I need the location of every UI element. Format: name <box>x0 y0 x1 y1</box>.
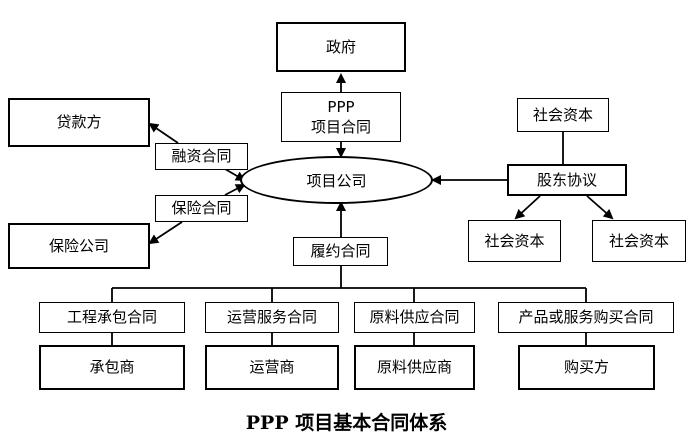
operator-box: 运营商 <box>205 345 339 390</box>
social-capital-right-box: 社会资本 <box>592 220 686 262</box>
buyer-box: 购买方 <box>518 345 655 390</box>
diagram-caption: PPP 项目基本合同体系 <box>245 412 448 434</box>
social-capital-left-box: 社会资本 <box>468 220 561 262</box>
contractor-box: 承包商 <box>39 345 185 390</box>
arrow-to-left-social-capital <box>514 195 541 220</box>
arrow-to-lender <box>148 122 179 144</box>
insurance-contract-box: 保险合同 <box>155 195 248 222</box>
project-company-node: 项目公司 <box>240 156 433 204</box>
material-supply-contract-box: 原料供应合同 <box>354 302 475 333</box>
product-service-purchase-contract-box: 产品或服务购买合同 <box>498 302 674 333</box>
social-capital-top-box: 社会资本 <box>517 98 609 132</box>
arrow-to-right-social-capital <box>586 195 614 220</box>
ppp-contract-box: PPP 项目合同 <box>281 92 401 142</box>
operation-service-contract-box: 运营服务合同 <box>205 302 339 333</box>
arrow-insurance-to-company <box>224 184 246 196</box>
arrow-to-insurance-company <box>148 221 183 245</box>
insurance-company-box: 保险公司 <box>8 223 150 269</box>
construction-contract-box: 工程承包合同 <box>39 302 185 333</box>
financing-contract-box: 融资合同 <box>155 143 248 170</box>
government-box: 政府 <box>276 22 406 72</box>
lender-box: 贷款方 <box>8 98 150 147</box>
material-supplier-box: 原料供应商 <box>354 345 475 390</box>
shareholder-agreement-box: 股东协议 <box>507 164 627 196</box>
performance-contract-box: 履约合同 <box>293 237 388 266</box>
